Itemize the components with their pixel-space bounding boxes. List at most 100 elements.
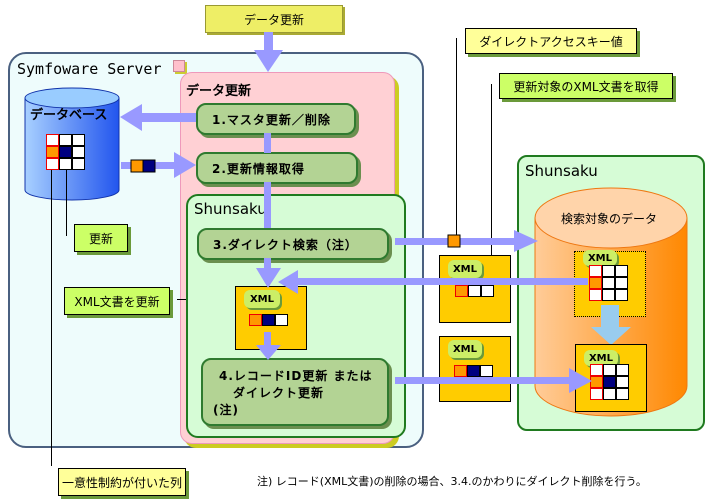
step-4-label-line1: 4.レコードID更新 または [219, 368, 373, 383]
step-1-master-update: 1.マスタ更新／削除 [196, 103, 356, 135]
leader-line-direct-key [456, 38, 457, 238]
record-cell [468, 285, 481, 297]
step-4-label-line2: ダイレクト更新 [233, 385, 325, 400]
record-cell-updated [262, 314, 275, 326]
local-xml-tag-label: XML [249, 293, 275, 305]
callout-unique-column-text: 一意性制約が付いた列 [61, 475, 182, 490]
arrow-step1-to-db-head [120, 104, 142, 131]
top-input-box: データ更新 [205, 5, 343, 33]
grid-cell-key [46, 146, 59, 158]
step-1-label: 1.マスタ更新／削除 [212, 112, 331, 127]
symfoware-server-title: Symfoware Server [17, 60, 162, 78]
remote-source-xml-tag-label: XML [587, 252, 613, 264]
callout-get-target-xml: 更新対象のXML文書を取得 [499, 73, 673, 99]
arrow-step1-to-step2 [264, 133, 271, 153]
grid-cell [616, 376, 629, 388]
db-to-step2-key-chip [130, 159, 144, 173]
grid-cell-updated [59, 146, 72, 158]
remote-updated-xml-tag: XML [584, 350, 618, 366]
record-cell-updated [467, 365, 480, 377]
callout-xml-update: XML文書を更新 [64, 287, 170, 315]
database-label: データベース [30, 108, 108, 123]
record-cell-key [249, 314, 262, 326]
remote-updated-xml-grid [590, 364, 632, 400]
grid-cell [602, 277, 615, 289]
local-xml-record [249, 314, 291, 326]
grid-cell [590, 364, 603, 376]
grid-cell [603, 364, 616, 376]
arrow-step4-to-remote [395, 377, 570, 384]
grid-cell [72, 134, 85, 146]
grid-cell [602, 265, 615, 277]
callout-unique-column: 一意性制約が付いた列 [58, 468, 186, 496]
record-cell [480, 365, 493, 377]
grid-cell [59, 158, 72, 170]
arrow-xml-to-step4-head [256, 345, 281, 360]
data-update-panel-title: データ更新 [186, 84, 252, 99]
grid-cell-key [590, 376, 603, 388]
leader-line-update [66, 170, 67, 236]
top-input-label: データ更新 [243, 12, 304, 27]
grid-cell [616, 388, 629, 400]
remote-source-xml-tag: XML [583, 250, 617, 266]
record-cell-key [455, 285, 468, 297]
direct-key-chip [447, 234, 461, 248]
leader-line-unique-column [51, 170, 52, 466]
local-xml-tag: XML [244, 290, 280, 308]
footnote: 注) レコード(XML文書)の削除の場合、3.4.のかわりにダイレクト削除を行う… [257, 475, 647, 488]
arrow-step1-to-db [140, 113, 196, 122]
grid-cell [615, 289, 628, 301]
callout-direct-access-key-text: ダイレクトアクセスキー値 [479, 34, 623, 49]
callout-xml-update-text: XML文書を更新 [74, 294, 160, 309]
callout-update: 更新 [74, 224, 128, 252]
callout-get-target-xml-text: 更新対象のXML文書を取得 [513, 79, 659, 94]
small-pink-square [173, 60, 185, 72]
arrow-input-to-update [264, 32, 273, 52]
transfer-updated-xml-tag-label: XML [452, 343, 478, 355]
callout-direct-access-key: ダイレクトアクセスキー値 [465, 28, 637, 54]
leader-line-get-target-xml [491, 84, 492, 260]
arrow-step3-to-xml [264, 258, 271, 270]
step-3-direct-search: 3.ダイレクト検索（注） [197, 228, 389, 260]
step-3-label: 3.ダイレクト検索（注） [213, 237, 358, 252]
search-data-label: 検索対象のデータ [561, 212, 658, 226]
grid-cell-updated [603, 376, 616, 388]
transfer-updated-xml-tag: XML [448, 340, 482, 358]
grid-cell [589, 289, 602, 301]
grid-cell [72, 146, 85, 158]
transfer-fetched-record [455, 285, 497, 297]
arrow-xml-to-step4 [264, 332, 271, 346]
shunsaku-inner-title: Shunsaku [194, 200, 267, 218]
db-to-step2-update-chip [142, 159, 156, 173]
record-cell-key [454, 365, 467, 377]
grid-cell [615, 265, 628, 277]
transfer-updated-record [454, 365, 496, 377]
record-cell [275, 314, 288, 326]
grid-cell [59, 134, 72, 146]
grid-cell [72, 158, 85, 170]
remote-source-xml-grid [589, 265, 631, 301]
grid-cell [615, 277, 628, 289]
callout-update-text: 更新 [88, 231, 113, 246]
grid-cell-key [589, 277, 602, 289]
arrow-remote-to-local-head [278, 270, 298, 294]
step-2-get-update-info: 2.更新情報取得 [196, 152, 358, 184]
grid-cell [589, 265, 602, 277]
shunsaku-remote-title: Shunsaku [525, 162, 598, 180]
step-2-label: 2.更新情報取得 [212, 161, 305, 176]
step-4-record-id-update: 4.レコードID更新 または ダイレクト更新 (注) [201, 358, 389, 426]
transfer-fetched-xml-tag-label: XML [452, 263, 478, 275]
database-table-grid [46, 134, 88, 170]
update-down-arrow [591, 305, 631, 345]
arrow-remote-to-local [296, 278, 588, 285]
record-cell [481, 285, 494, 297]
remote-updated-xml-tag-label: XML [588, 352, 614, 364]
arrow-db-to-step2-head [174, 152, 196, 178]
arrow-step3-to-xml-head [256, 268, 281, 288]
transfer-fetched-xml-tag: XML [448, 260, 482, 278]
grid-cell [616, 364, 629, 376]
arrow-step2-to-step3 [264, 182, 271, 228]
step-4-label-line3: (注) [213, 402, 239, 417]
arrow-input-to-update-head [254, 50, 283, 72]
